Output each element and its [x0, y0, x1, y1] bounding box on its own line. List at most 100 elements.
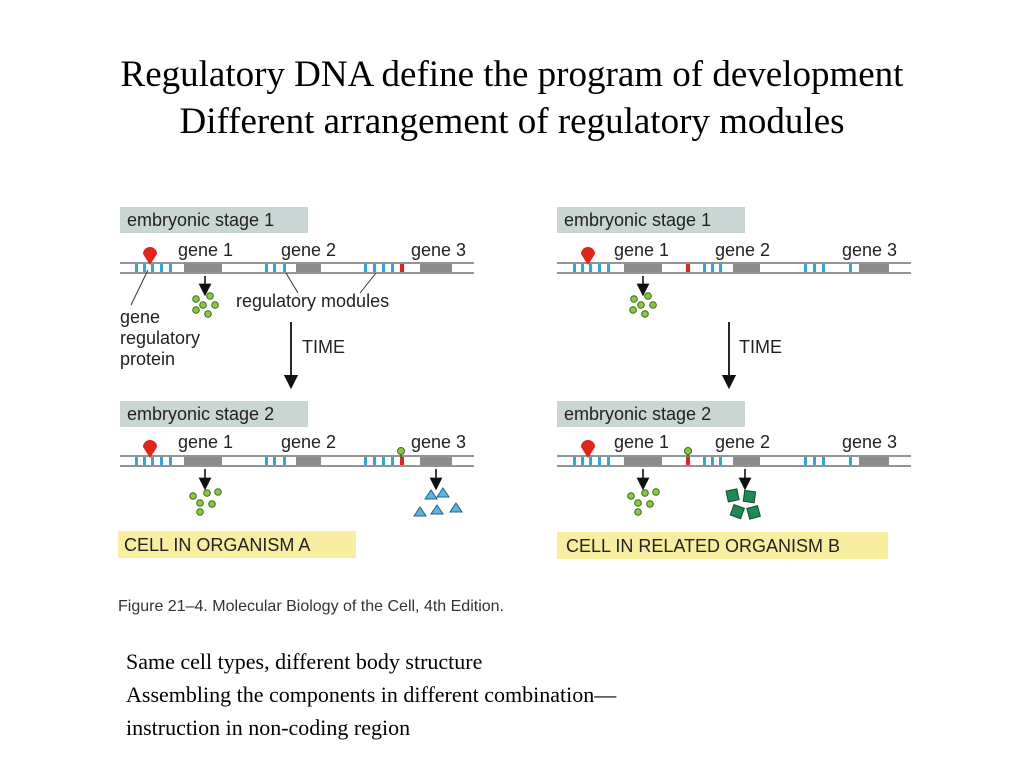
gene2-label-a-s2: gene 2	[281, 432, 336, 452]
gene1-box-a-s1	[184, 264, 222, 272]
gene-regulatory-protein-label-3: protein	[120, 349, 175, 369]
regulatory-module	[382, 264, 385, 272]
gene3-label-b-s1: gene 3	[842, 240, 897, 260]
regulatory-module	[822, 264, 825, 272]
gene2-label-a-s1: gene 2	[281, 240, 336, 260]
organism-a-label: CELL IN ORGANISM A	[124, 535, 310, 555]
green-protein-cluster-b-s2	[627, 488, 660, 516]
regulatory-module	[598, 264, 601, 272]
regulatory-module	[813, 457, 816, 465]
figure-caption: Figure 21–4. Molecular Biology of the Ce…	[118, 598, 504, 615]
gene-regulatory-protein	[581, 247, 595, 265]
slide-title-line1: Regulatory DNA define the program of dev…	[120, 54, 904, 95]
slide-title-line2: Different arrangement of regulatory modu…	[179, 101, 845, 142]
gene2-label-b-s2: gene 2	[715, 432, 770, 452]
gene2-label-b-s1: gene 2	[715, 240, 770, 260]
regulatory-module	[265, 264, 268, 272]
regulatory-module	[849, 264, 852, 272]
regulatory-module	[813, 264, 816, 272]
regulatory-module	[573, 457, 576, 465]
gene-regulatory-protein-label-1: gene	[120, 307, 160, 327]
regulatory-module	[391, 264, 394, 272]
bound-green-protein	[684, 447, 692, 455]
regulatory-module	[273, 457, 276, 465]
gene1-label-b-s1: gene 1	[614, 240, 669, 260]
gene2-box-a-s1	[296, 264, 321, 272]
regulatory-module	[151, 457, 154, 465]
gene3-box-a-s2	[420, 457, 452, 465]
organism-b-label: CELL IN RELATED ORGANISM B	[566, 536, 840, 556]
regulatory-module	[849, 457, 852, 465]
stage2-label-box-b	[557, 401, 745, 427]
stage1-label-box-a	[120, 207, 308, 233]
regulatory-module	[822, 457, 825, 465]
panel-b: embryonic stage 1 gene 1 gene 2 gene 3	[557, 207, 911, 559]
regulatory-module	[804, 457, 807, 465]
gene3-box-b-s1	[859, 264, 889, 272]
gene1-box-b-s1	[624, 264, 662, 272]
gene2-box-a-s2	[296, 457, 321, 465]
regulatory-module	[151, 264, 154, 272]
organism-b-label-box	[557, 532, 888, 559]
regulatory-module	[273, 264, 276, 272]
regulatory-module	[382, 457, 385, 465]
time-label-b: TIME	[739, 337, 782, 357]
red-regulatory-module	[400, 457, 404, 465]
dna-strand-b-s1	[557, 262, 911, 274]
regulatory-module	[143, 457, 146, 465]
regulatory-module	[711, 457, 714, 465]
gene2-box-b-s2	[733, 457, 760, 465]
regulatory-module	[573, 264, 576, 272]
regulatory-module	[135, 264, 138, 272]
regulatory-modules-label: regulatory modules	[236, 291, 389, 311]
regulatory-module	[703, 457, 706, 465]
time-label-a: TIME	[302, 337, 345, 357]
regulatory-module	[364, 264, 367, 272]
regulatory-module	[265, 457, 268, 465]
note-line-1: Same cell types, different body structur…	[126, 649, 483, 674]
gene1-label-a-s1: gene 1	[178, 240, 233, 260]
regulatory-module	[373, 264, 376, 272]
green-protein-cluster-b-s1	[629, 292, 657, 318]
gene3-label-b-s2: gene 3	[842, 432, 897, 452]
module-pointer-line	[285, 272, 299, 294]
regulatory-module	[169, 264, 172, 272]
gene1-box-a-s2	[184, 457, 222, 465]
note-line-3: instruction in non-coding region	[126, 715, 411, 740]
stage1-label-b: embryonic stage 1	[564, 210, 711, 230]
red-regulatory-module	[686, 457, 690, 465]
red-regulatory-module	[400, 264, 404, 272]
stage2-label-a: embryonic stage 2	[127, 404, 274, 424]
dna-strand-a-s2	[120, 455, 474, 467]
regulatory-module	[711, 264, 714, 272]
regulatory-module	[581, 457, 584, 465]
stage1-label-a: embryonic stage 1	[127, 210, 274, 230]
regulatory-module	[283, 457, 286, 465]
red-regulatory-module	[686, 264, 690, 272]
panel-a: embryonic stage 1 gene 1 gene 2 gene 3	[118, 207, 474, 558]
green-square-protein-cluster	[725, 488, 761, 520]
gene-regulatory-protein	[581, 440, 595, 458]
regulatory-module	[607, 264, 610, 272]
dna-strand-a-s1	[120, 262, 474, 274]
regulatory-module	[135, 457, 138, 465]
gene1-box-b-s2	[624, 457, 662, 465]
regulatory-module	[373, 457, 376, 465]
gene-regulatory-protein	[143, 247, 157, 265]
green-protein-cluster-a-s2	[189, 488, 222, 516]
protein-pointer-line	[130, 269, 149, 306]
regulatory-module	[804, 264, 807, 272]
gene1-label-a-s2: gene 1	[178, 432, 233, 452]
gene-regulatory-protein	[143, 440, 157, 458]
regulatory-module	[160, 457, 163, 465]
dna-strand-b-s2	[557, 455, 911, 467]
gene-regulatory-protein-label-2: regulatory	[120, 328, 200, 348]
slide-notes: Same cell types, different body structur…	[126, 645, 616, 744]
note-line-2: Assembling the components in different c…	[126, 682, 617, 707]
gene3-box-b-s2	[859, 457, 889, 465]
stage2-label-box-a	[120, 401, 308, 427]
organism-a-label-box	[118, 531, 356, 558]
regulatory-module	[143, 264, 146, 272]
gene3-label-a-s1: gene 3	[411, 240, 466, 260]
regulatory-module	[589, 264, 592, 272]
